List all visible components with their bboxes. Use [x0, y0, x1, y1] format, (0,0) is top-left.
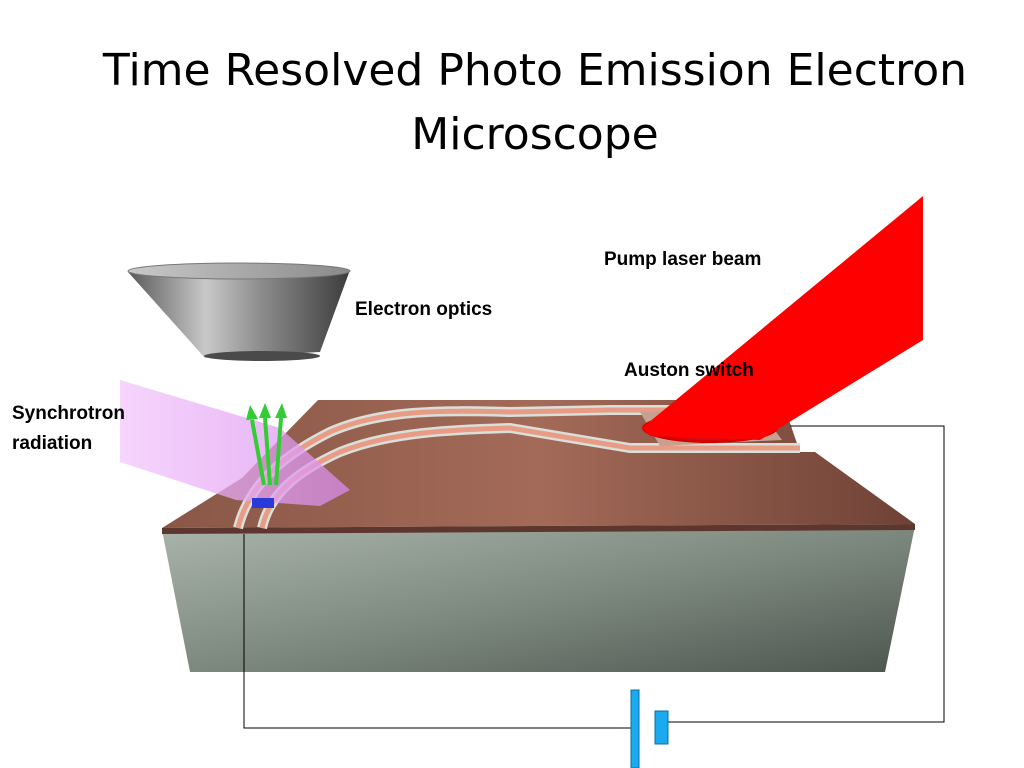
pump-laser-label: Pump laser beam: [604, 249, 762, 270]
sample: [252, 498, 274, 508]
battery-plate-long: [630, 689, 640, 768]
synchrotron-label-line1: Synchrotron: [12, 403, 125, 424]
synchrotron-label: Synchrotron radiation: [12, 399, 125, 459]
circuit-wire-right: [668, 425, 945, 723]
pump-laser-beam: [642, 196, 923, 440]
circuit-wire-left: [243, 534, 634, 729]
lens-bottom: [204, 351, 320, 361]
substrate-side: [162, 526, 915, 672]
auston-switch-label: Auston switch: [624, 360, 754, 381]
substrate-top-edge: [162, 524, 915, 534]
battery: [630, 689, 669, 768]
electron-arrows: [246, 403, 287, 486]
synchrotron-label-line2: radiation: [12, 433, 93, 454]
electron-optics-lens: [127, 262, 351, 361]
synchrotron-beam: [120, 380, 350, 506]
electron-optics-label: Electron optics: [355, 299, 493, 320]
page-title: Time Resolved Photo Emission Electron Mi…: [102, 45, 968, 161]
battery-plate-short: [654, 710, 669, 745]
bias-circuit: [243, 425, 945, 729]
lens-body: [128, 270, 350, 358]
lens-top: [127, 262, 351, 280]
